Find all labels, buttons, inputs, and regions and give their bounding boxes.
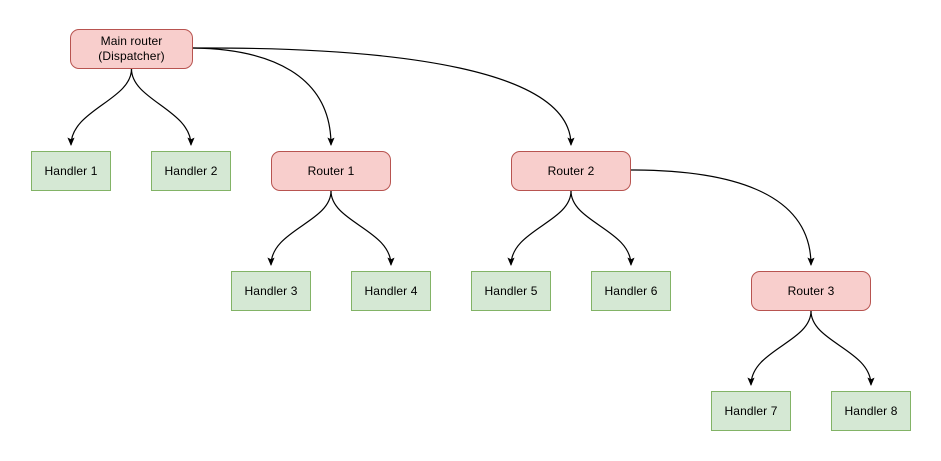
node-router-2[interactable]: Router 2 bbox=[511, 151, 631, 191]
edge-main-to-router-2 bbox=[192, 47, 575, 146]
node-handler-2[interactable]: Handler 2 bbox=[151, 151, 231, 191]
node-label-handler-6: Handler 6 bbox=[604, 283, 658, 298]
edge-main-to-handler-1 bbox=[67, 68, 133, 146]
diagram-edges bbox=[67, 47, 875, 386]
node-label-main-router: Main router (Dispatcher) bbox=[98, 34, 165, 63]
node-label-handler-2: Handler 2 bbox=[164, 163, 218, 178]
node-label-handler-3: Handler 3 bbox=[244, 283, 298, 298]
node-router-3[interactable]: Router 3 bbox=[751, 271, 871, 311]
node-label-handler-5: Handler 5 bbox=[484, 283, 538, 298]
node-handler-6[interactable]: Handler 6 bbox=[591, 271, 671, 311]
node-main-router[interactable]: Main router (Dispatcher) bbox=[70, 29, 193, 69]
edge-main-to-router-1 bbox=[192, 47, 335, 146]
node-label-router-2: Router 2 bbox=[547, 163, 595, 178]
node-handler-7[interactable]: Handler 7 bbox=[711, 391, 791, 431]
node-handler-4[interactable]: Handler 4 bbox=[351, 271, 431, 311]
node-label-handler-8: Handler 8 bbox=[844, 403, 898, 418]
node-handler-3[interactable]: Handler 3 bbox=[231, 271, 311, 311]
node-handler-5[interactable]: Handler 5 bbox=[471, 271, 551, 311]
node-label-handler-4: Handler 4 bbox=[364, 283, 418, 298]
edge-router-3-to-handler-7 bbox=[747, 310, 812, 386]
edge-main-to-handler-2 bbox=[130, 68, 195, 146]
edge-router-3-to-handler-8 bbox=[810, 310, 875, 386]
node-label-handler-7: Handler 7 bbox=[724, 403, 778, 418]
node-router-1[interactable]: Router 1 bbox=[271, 151, 391, 191]
node-label-router-1: Router 1 bbox=[307, 163, 355, 178]
edge-router-1-to-handler-4 bbox=[330, 190, 395, 266]
edge-router-2-to-router-3 bbox=[630, 169, 815, 266]
edge-router-2-to-handler-6 bbox=[570, 190, 635, 266]
node-label-router-3: Router 3 bbox=[787, 283, 835, 298]
edge-router-2-to-handler-5 bbox=[507, 190, 572, 266]
node-handler-1[interactable]: Handler 1 bbox=[31, 151, 111, 191]
edge-router-1-to-handler-3 bbox=[267, 190, 332, 266]
node-handler-8[interactable]: Handler 8 bbox=[831, 391, 911, 431]
node-label-handler-1: Handler 1 bbox=[44, 163, 98, 178]
